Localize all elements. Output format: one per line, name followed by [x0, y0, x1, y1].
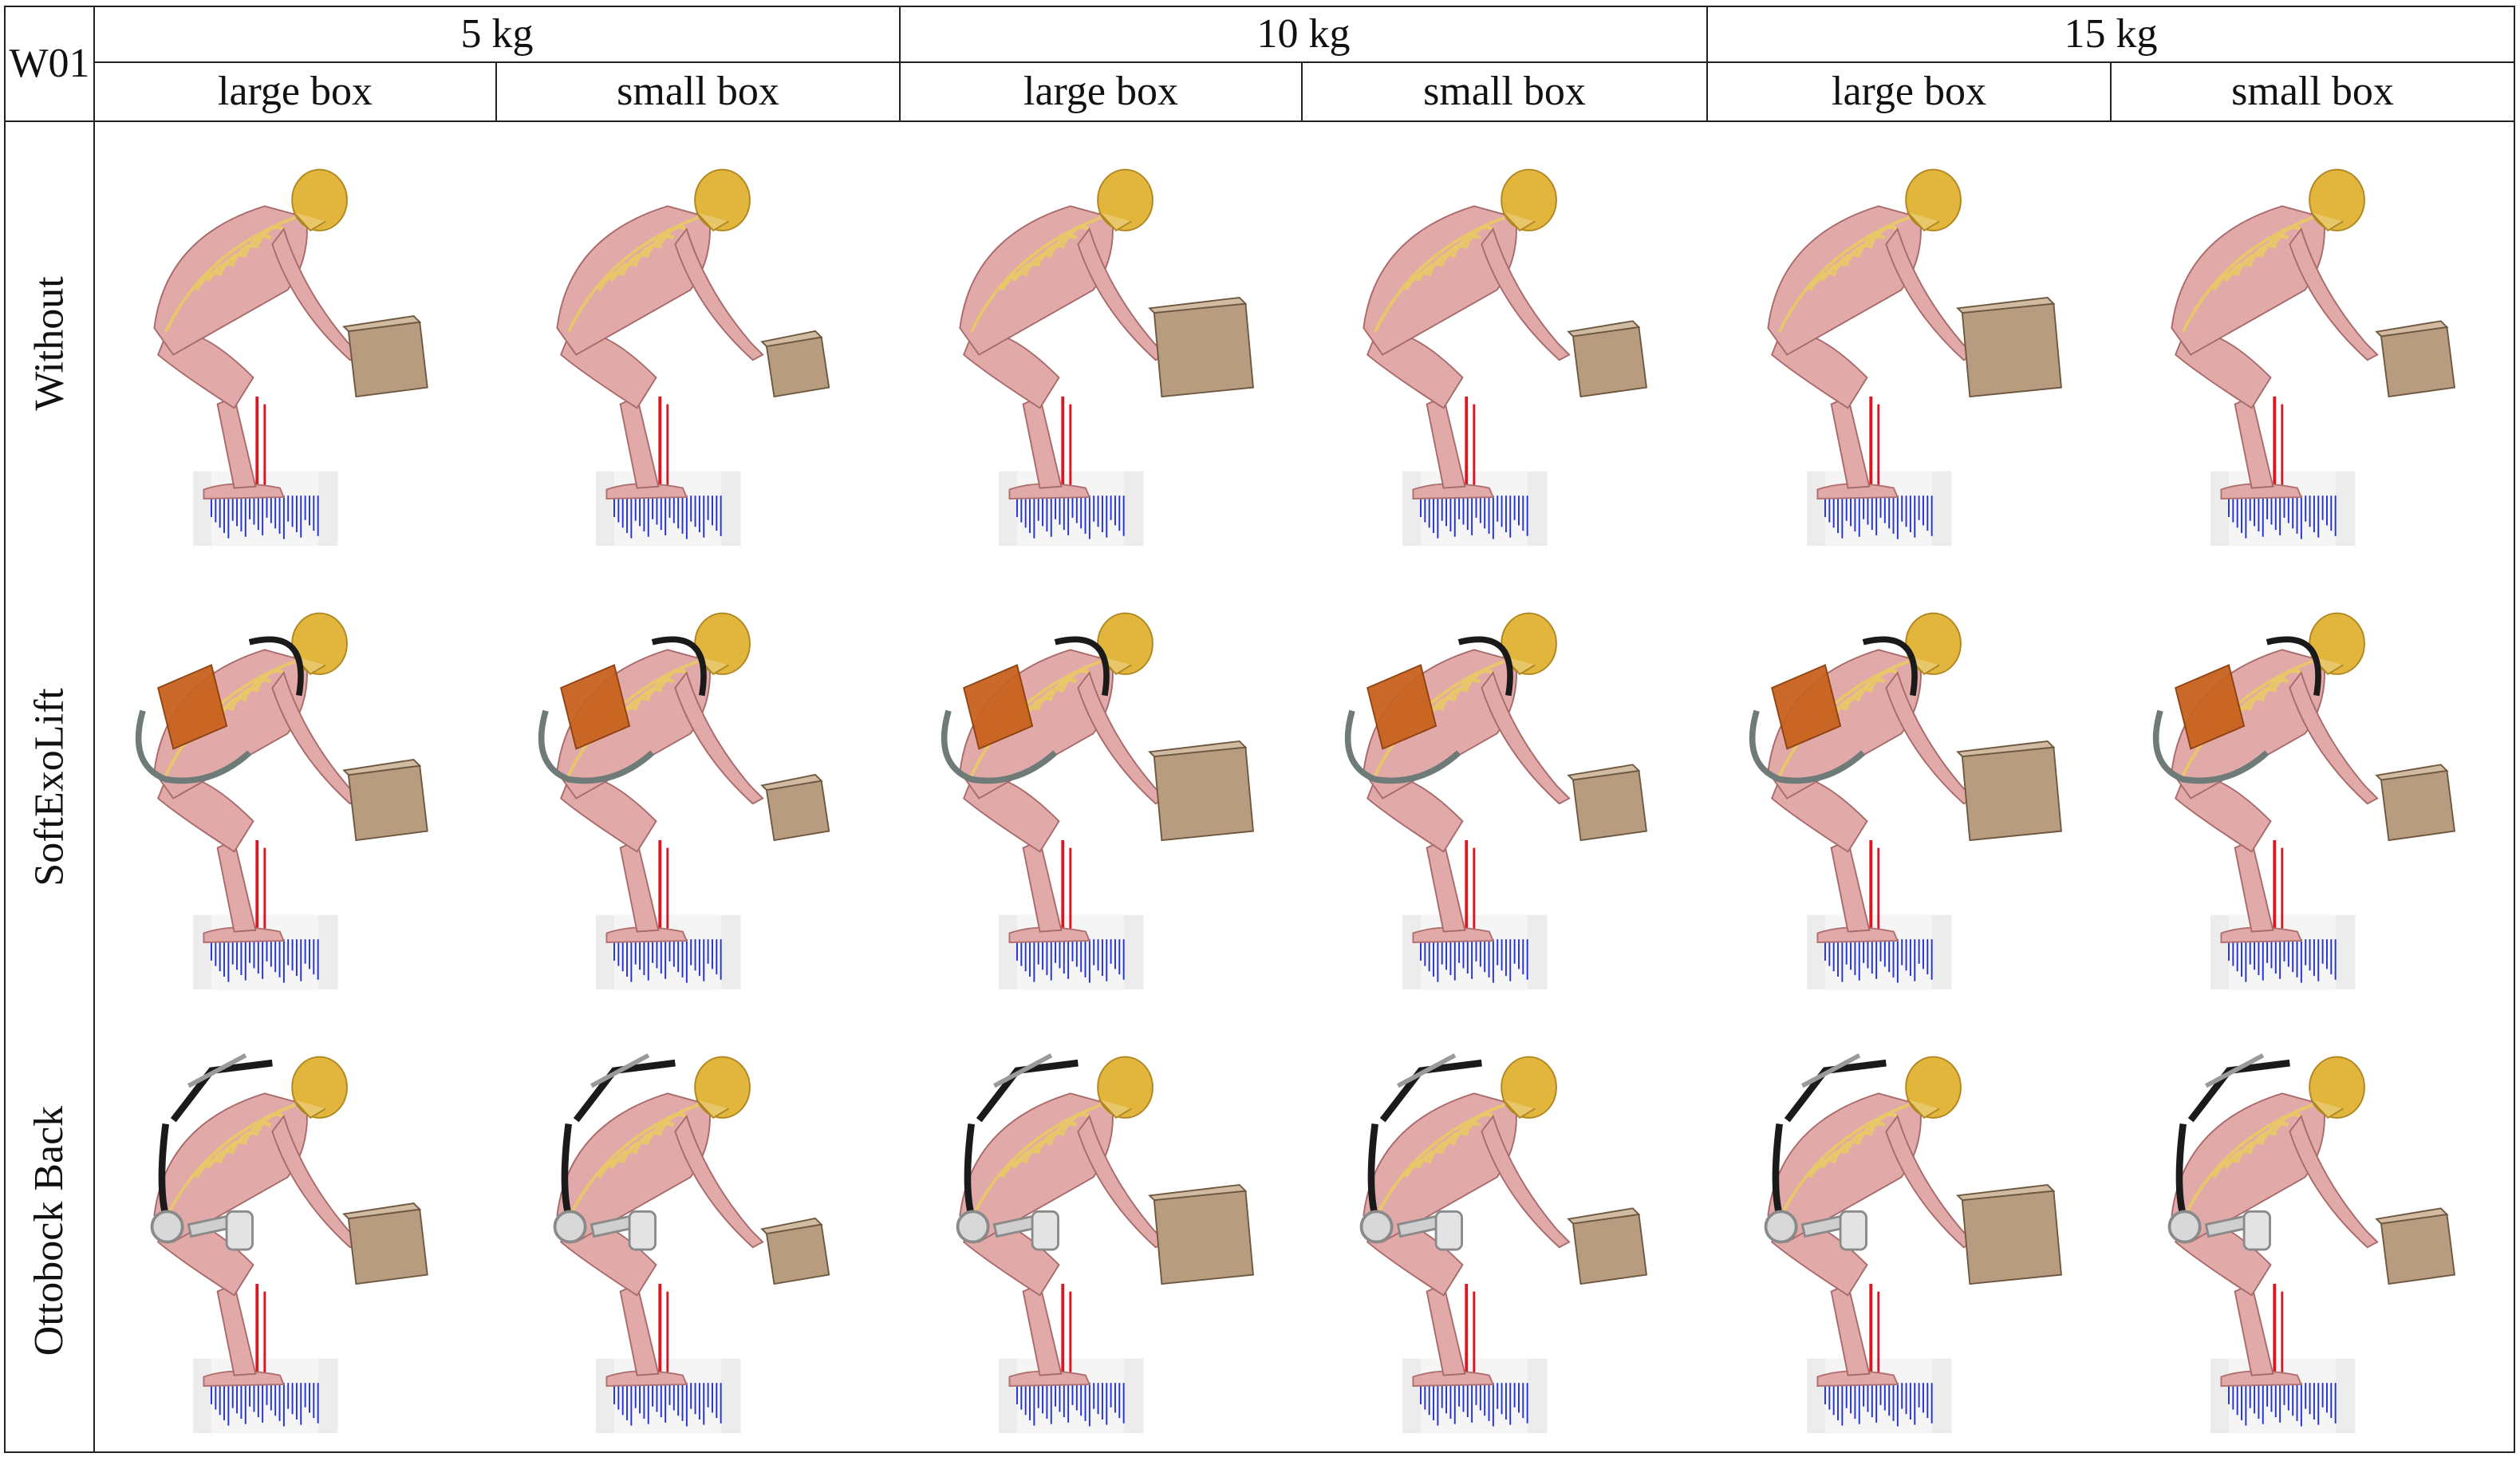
musculoskeletal-figure-icon [941, 612, 1254, 990]
simulation-figure-cell [1723, 1033, 2095, 1436]
simulation-figure-cell [2127, 589, 2498, 993]
lifted-box [1567, 1207, 1648, 1285]
musculoskeletal-figure-icon [150, 1053, 428, 1434]
musculoskeletal-figure-icon [1764, 1053, 2062, 1434]
lifted-box [760, 1217, 830, 1285]
simulation-figure-cell [512, 145, 884, 549]
box-header: small box [2231, 69, 2394, 114]
lifted-box [1148, 1183, 1254, 1285]
simulation-figure-cell [916, 589, 1286, 993]
simulation-figure-cell [1318, 589, 1691, 993]
simulation-figure-cell [1723, 145, 2095, 549]
lifted-box [342, 759, 428, 842]
lifted-box [342, 315, 428, 398]
weight-header-5kg: 5 kg [460, 11, 534, 57]
lifted-box [760, 773, 830, 842]
simulation-figure-cell [1318, 1033, 1691, 1436]
simulation-figure-cell [110, 589, 480, 993]
musculoskeletal-figure-icon [135, 612, 428, 990]
lifted-box [2375, 764, 2456, 842]
musculoskeletal-figure-icon [1749, 612, 2062, 990]
lifted-box [1148, 740, 1254, 842]
simulation-figure-cell [110, 145, 480, 549]
simulation-figure-cell [1318, 145, 1691, 549]
box-header: small box [1423, 69, 1586, 114]
lifted-box [342, 1202, 428, 1285]
simulation-figure-cell [916, 1033, 1286, 1436]
lifted-box [1956, 1183, 2062, 1285]
simulation-figure-cell [2127, 145, 2498, 549]
lifted-box [1956, 740, 2062, 842]
weight-header-15kg: 15 kg [2064, 11, 2158, 57]
lifted-box [1567, 320, 1648, 398]
simulation-figure-cell [110, 1033, 480, 1436]
musculoskeletal-figure-icon [1344, 612, 1648, 990]
lifted-box [1567, 764, 1648, 842]
simulation-figure-cell [512, 1033, 884, 1436]
simulation-figure-cell [512, 589, 884, 993]
box-header: large box [218, 69, 373, 114]
weight-header-10kg: 10 kg [1256, 11, 1351, 57]
musculoskeletal-figure-icon [959, 168, 1254, 547]
simulation-figure-cell [2127, 1033, 2498, 1436]
musculoskeletal-figure-icon [956, 1053, 1254, 1434]
lifted-box [1956, 296, 2062, 398]
box-header: small box [617, 69, 779, 114]
musculoskeletal-figure-icon [538, 612, 830, 990]
simulation-figure-cell [916, 145, 1286, 549]
lifted-box [760, 330, 830, 398]
musculoskeletal-figure-icon [2152, 612, 2456, 990]
lifted-box [2375, 1207, 2456, 1285]
musculoskeletal-figure-icon [153, 168, 428, 547]
musculoskeletal-figure-icon [1359, 1053, 1648, 1434]
condition-label-without: Without [26, 275, 73, 411]
condition-label-ottobock-back: Ottobock Back [26, 1105, 73, 1356]
condition-label-softexolift: SoftExoLift [26, 687, 73, 886]
musculoskeletal-figure-icon [556, 168, 830, 547]
lifted-box [2375, 320, 2456, 398]
musculoskeletal-figure-icon [1363, 168, 1648, 547]
lifted-box [1148, 296, 1254, 398]
corner-label: W01 [9, 41, 90, 86]
musculoskeletal-figure-icon [2171, 168, 2456, 547]
musculoskeletal-figure-icon [2167, 1053, 2456, 1434]
box-header: large box [1832, 69, 1986, 114]
box-header: large box [1023, 69, 1178, 114]
musculoskeletal-figure-icon [1767, 168, 2062, 547]
musculoskeletal-figure-icon [553, 1053, 830, 1434]
simulation-figure-cell [1723, 589, 2095, 993]
